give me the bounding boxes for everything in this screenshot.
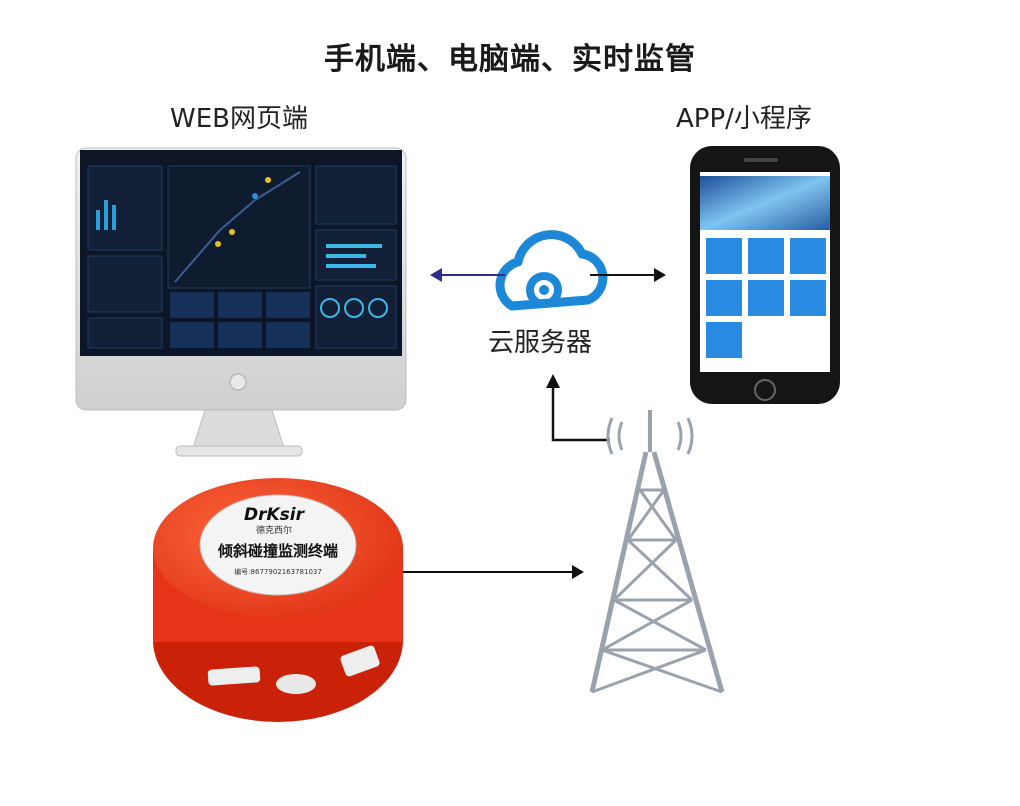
arrow-device-to-tower <box>402 565 584 579</box>
signal-tower-icon <box>589 410 725 694</box>
cloud-icon <box>495 230 608 311</box>
device-serial: 编号:86779021637810​37 <box>234 567 322 576</box>
device-brand: DrKsir <box>244 505 306 525</box>
cloud-label: 云服务器 <box>488 328 593 358</box>
app-label: APP/小程序 <box>676 104 812 134</box>
arrow-tower-to-cloud <box>546 374 610 442</box>
arrow-cloud-to-app <box>590 268 666 282</box>
arrow-cloud-to-web <box>430 268 505 282</box>
device-name: 倾斜碰撞监测终端 <box>217 542 338 560</box>
monitor <box>75 147 407 457</box>
monitoring-device <box>153 478 403 722</box>
web-label: WEB网页端 <box>170 104 308 134</box>
device-brand-cn: 德克西尔 <box>256 524 292 536</box>
diagram-title: 手机端、电脑端、实时监管 <box>324 42 696 77</box>
phone <box>690 146 840 404</box>
